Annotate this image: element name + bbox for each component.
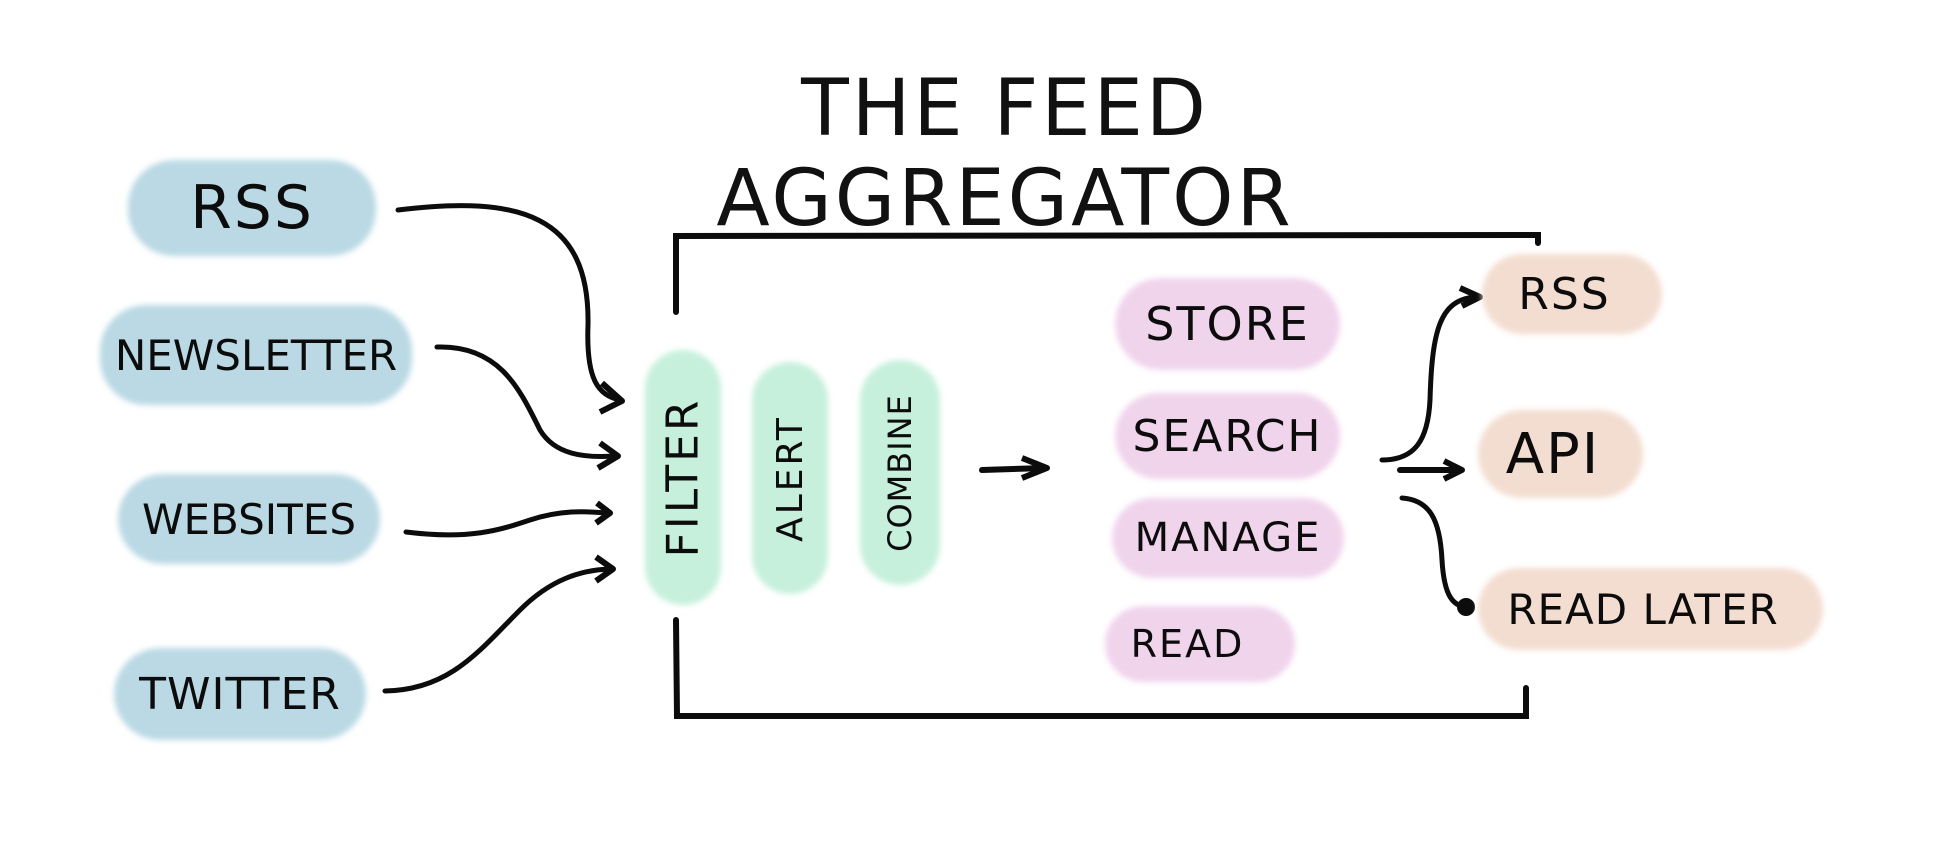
source-blob-rss (128, 160, 376, 256)
arrow-websites-to-filter (403, 509, 609, 538)
arrow-newsletter-to-filter (434, 344, 617, 459)
action-blob-manage (1112, 498, 1344, 578)
diagram-title: THE FEED AGGREGATOR (716, 64, 1294, 244)
action-blob-search (1115, 393, 1340, 479)
process-blob-filter (645, 350, 721, 605)
process-label-combine: COMBINE (860, 360, 940, 585)
source-blob-newsletter (100, 305, 412, 405)
arrowhead-rss-output (1458, 285, 1483, 309)
source-label-twitter: TWITTER (139, 668, 341, 720)
output-label-rss: RSS (1518, 268, 1611, 320)
source-blob-websites (118, 474, 380, 564)
process-blob-combine (860, 360, 940, 585)
process-text-combine: COMBINE (881, 393, 919, 552)
action-label-read: READ (1130, 622, 1245, 666)
arrowhead-process (1020, 455, 1050, 481)
arrow-twitter-to-filter (382, 566, 613, 694)
process-text-alert: ALERT (769, 414, 811, 542)
arrow-to-read-later-output (1399, 495, 1475, 611)
arrowhead-read-later-output (1457, 598, 1475, 616)
output-label-api: API (1505, 421, 1601, 487)
process-text-filter: FILTER (657, 397, 709, 558)
aggregator-frame-top (673, 231, 1541, 315)
source-label-newsletter: NEWSLETTER (114, 330, 398, 380)
source-label-rss: RSS (190, 173, 314, 243)
process-label-filter: FILTER (645, 350, 721, 605)
arrowhead-rss (598, 380, 625, 415)
arrow-process-to-actions (979, 465, 1048, 473)
source-blob-twitter (114, 648, 366, 740)
arrowhead-newsletter (596, 440, 621, 471)
arrow-rss-to-filter (395, 203, 623, 403)
output-blob-rss (1482, 254, 1662, 334)
process-label-alert: ALERT (752, 362, 828, 594)
action-label-manage: MANAGE (1134, 515, 1322, 561)
arrowhead-api-output (1442, 458, 1465, 482)
aggregator-frame-bottom (673, 617, 1529, 719)
action-blob-read (1105, 606, 1295, 682)
output-blob-api (1478, 410, 1643, 498)
source-label-websites: WEBSITES (141, 494, 357, 544)
action-blob-store (1115, 278, 1340, 370)
action-label-store: STORE (1145, 297, 1310, 351)
process-blob-alert (752, 362, 828, 594)
output-blob-read-later (1478, 568, 1823, 650)
arrow-to-rss-output (1379, 294, 1478, 463)
output-label-read-later: READ LATER (1507, 584, 1779, 634)
arrowhead-twitter (594, 554, 616, 584)
action-label-search: SEARCH (1132, 410, 1323, 462)
arrowhead-websites (594, 500, 613, 526)
